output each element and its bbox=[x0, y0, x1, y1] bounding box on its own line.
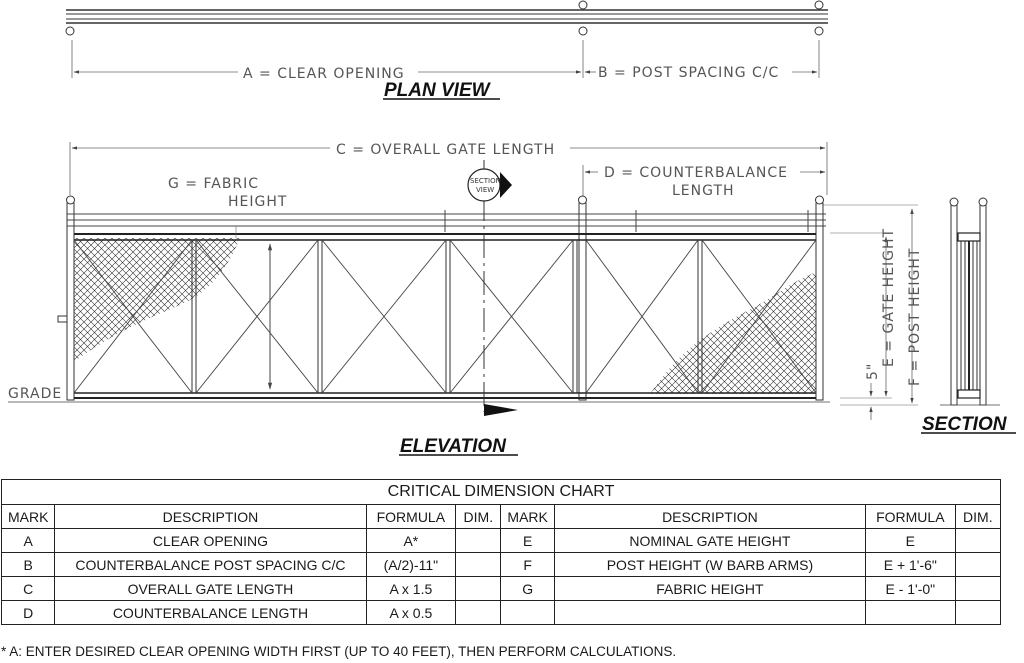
header-mark: MARK bbox=[500, 504, 555, 529]
header-description: DESCRIPTION bbox=[553, 504, 867, 529]
header-dim: DIM. bbox=[455, 504, 502, 529]
table-row: B COUNTERBALANCE POST SPACING C/C (A/2)-… bbox=[0, 552, 1002, 577]
section-marker-text-1: SECTION bbox=[470, 177, 501, 185]
cell-description: POST HEIGHT (W BARB ARMS) bbox=[553, 552, 867, 577]
dim-a-label: A = CLEAR OPENING bbox=[243, 66, 405, 82]
critical-dimension-chart: CRITICAL DIMENSION CHART MARK DESCRIPTIO… bbox=[0, 479, 1002, 625]
dim-d-label-2: LENGTH bbox=[672, 183, 735, 199]
dim-c-label: C = OVERALL GATE LENGTH bbox=[336, 142, 555, 158]
cell-dim bbox=[455, 576, 502, 601]
cell-description: FABRIC HEIGHT bbox=[553, 576, 867, 601]
table-row: C OVERALL GATE LENGTH A x 1.5 G FABRIC H… bbox=[0, 576, 1002, 601]
cell-mark: C bbox=[0, 576, 56, 601]
header-mark: MARK bbox=[0, 504, 56, 529]
header-description: DESCRIPTION bbox=[54, 504, 367, 529]
footnote: * A: ENTER DESIRED CLEAR OPENING WIDTH F… bbox=[1, 644, 677, 659]
dim-g-label-1: G = FABRIC bbox=[168, 176, 259, 192]
cell-description: NOMINAL GATE HEIGHT bbox=[553, 528, 867, 553]
cell-formula: E + 1'-6" bbox=[865, 552, 956, 577]
gate-drawing: A = CLEAR OPENING B = POST SPACING C/C P… bbox=[8, 0, 1016, 457]
cell-formula: E - 1'-0" bbox=[865, 576, 956, 601]
cell-description bbox=[553, 600, 867, 625]
cell-formula: E bbox=[865, 528, 956, 553]
elevation-title: ELEVATION bbox=[400, 436, 507, 457]
dim-b-label: B = POST SPACING C/C bbox=[598, 65, 779, 81]
dim-d-label-1: D = COUNTERBALANCE bbox=[604, 165, 788, 181]
section-view: SECTION bbox=[921, 197, 1016, 435]
plan-view-title: PLAN VIEW bbox=[384, 80, 492, 101]
cell-description: COUNTERBALANCE LENGTH bbox=[54, 600, 367, 625]
cell-mark: A bbox=[0, 528, 56, 553]
cell-dim bbox=[455, 600, 502, 625]
header-dim: DIM. bbox=[954, 504, 1002, 529]
dim-g-label-2: HEIGHT bbox=[228, 194, 287, 210]
cell-formula: A x 1.5 bbox=[365, 576, 457, 601]
chart-title: CRITICAL DIMENSION CHART bbox=[1, 479, 1001, 505]
cell-formula bbox=[865, 600, 956, 625]
cell-mark: F bbox=[500, 552, 555, 577]
dim-e-label: E = GATE HEIGHT bbox=[881, 228, 897, 367]
dim-5-label: 5" bbox=[865, 363, 881, 380]
cell-formula: A x 0.5 bbox=[365, 600, 457, 625]
table-row: D COUNTERBALANCE LENGTH A x 0.5 bbox=[0, 600, 1002, 625]
grade-label: GRADE bbox=[8, 386, 62, 402]
chart-header-row: MARK DESCRIPTION FORMULA DIM. MARK DESCR… bbox=[0, 504, 1002, 529]
header-formula: FORMULA bbox=[865, 504, 956, 529]
plan-view: A = CLEAR OPENING B = POST SPACING C/C P… bbox=[65, 0, 828, 101]
section-title: SECTION bbox=[922, 414, 1008, 435]
header-formula: FORMULA bbox=[365, 504, 457, 529]
elevation-view: C = OVERALL GATE LENGTH D = COUNTERBALAN… bbox=[8, 142, 923, 457]
cell-mark bbox=[500, 600, 555, 625]
section-marker-text-2: VIEW bbox=[476, 186, 494, 194]
cell-dim bbox=[954, 552, 1002, 577]
table-row: A CLEAR OPENING A* E NOMINAL GATE HEIGHT… bbox=[0, 528, 1002, 553]
cell-formula: A* bbox=[365, 528, 457, 553]
cell-formula: (A/2)-11" bbox=[365, 552, 457, 577]
cell-dim bbox=[455, 552, 502, 577]
cell-mark: D bbox=[0, 600, 56, 625]
cell-dim bbox=[954, 528, 1002, 553]
cell-dim bbox=[954, 600, 1002, 625]
cell-dim bbox=[954, 576, 1002, 601]
cell-description: CLEAR OPENING bbox=[54, 528, 367, 553]
cell-mark: B bbox=[0, 552, 56, 577]
cell-mark: E bbox=[500, 528, 555, 553]
cell-mark: G bbox=[500, 576, 555, 601]
cell-description: OVERALL GATE LENGTH bbox=[54, 576, 367, 601]
dim-f-label: F = POST HEIGHT bbox=[907, 248, 923, 386]
cell-dim bbox=[455, 528, 502, 553]
cell-description: COUNTERBALANCE POST SPACING C/C bbox=[54, 552, 367, 577]
